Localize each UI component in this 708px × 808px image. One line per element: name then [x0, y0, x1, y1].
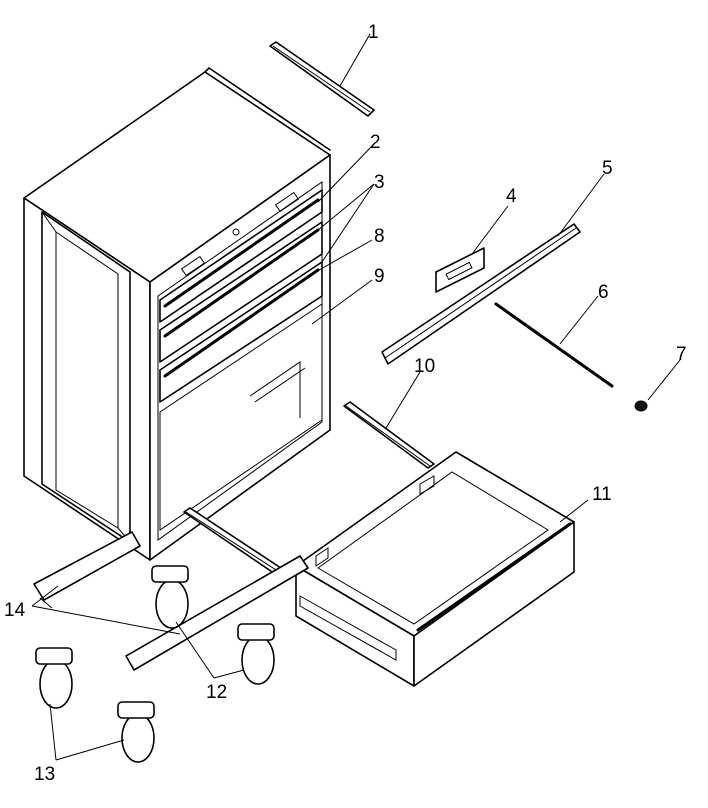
part-1-rail [269, 41, 375, 117]
leader-lines [31, 33, 681, 761]
callout-8: 8 [374, 226, 385, 247]
part-11-drawer [295, 451, 575, 687]
callout-2: 2 [370, 132, 381, 153]
caster-12-b [237, 623, 275, 685]
part-7-knob [634, 400, 648, 412]
callout-5: 5 [602, 158, 613, 179]
callout-10: 10 [414, 356, 435, 377]
callout-14: 14 [4, 600, 26, 621]
part-14-plate-right [125, 555, 309, 671]
callout-12: 12 [206, 682, 227, 703]
lower-slide [183, 507, 291, 581]
tool-cabinet [23, 67, 331, 561]
part-14-plate-left [33, 531, 141, 609]
callout-numbers: 1 2 3 4 5 6 7 8 9 10 11 12 13 14 [4, 22, 687, 785]
callout-4: 4 [506, 186, 517, 207]
callout-3: 3 [374, 172, 385, 193]
part-6-rod [494, 302, 614, 388]
callout-11: 11 [592, 484, 612, 505]
part-4-bracket [435, 247, 485, 293]
part-10-slide [343, 401, 435, 469]
callout-7: 7 [676, 344, 687, 365]
callout-6: 6 [598, 282, 609, 303]
caster-13-b [117, 701, 155, 763]
part-5-slide [381, 223, 581, 365]
callout-1: 1 [368, 22, 379, 43]
caster-12-a [151, 565, 189, 629]
callout-9: 9 [374, 266, 385, 287]
callout-13: 13 [34, 764, 55, 785]
caster-13-a [35, 647, 73, 709]
